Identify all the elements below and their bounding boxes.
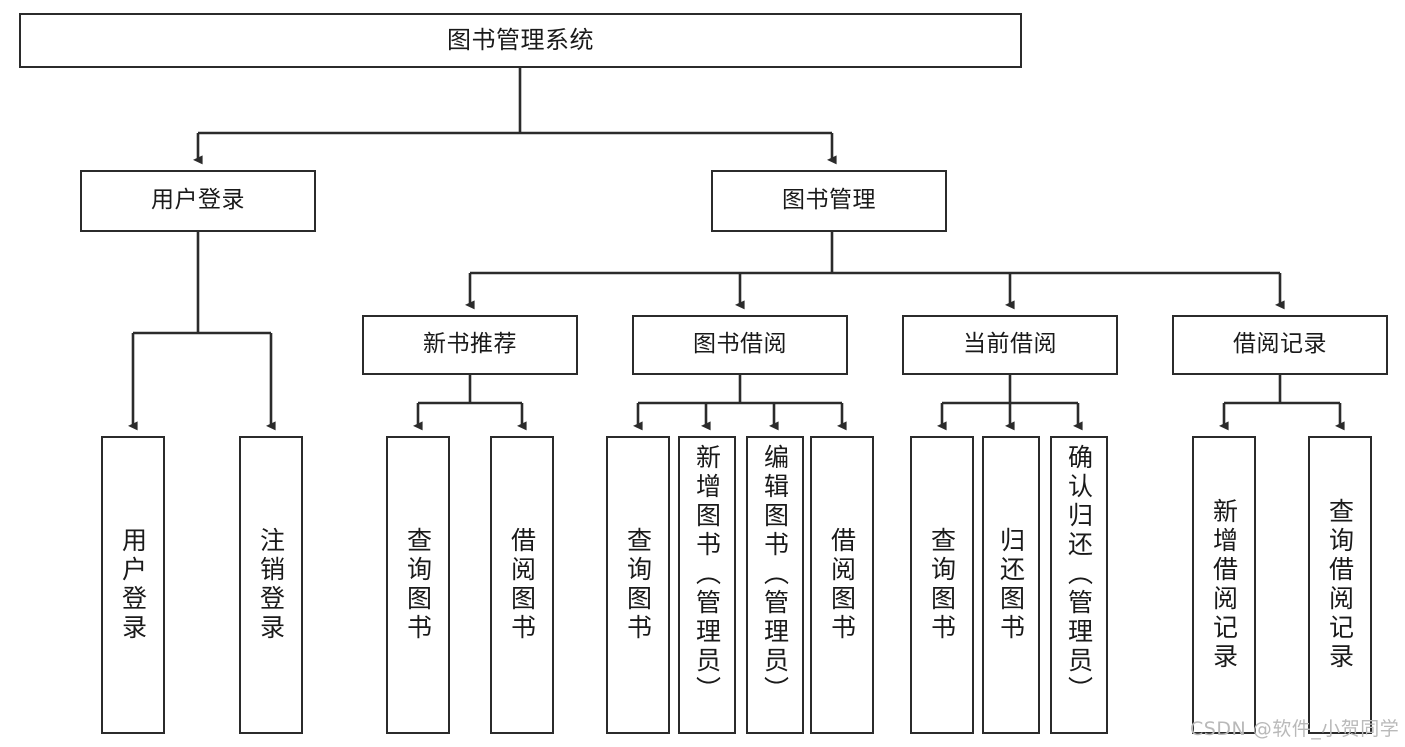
node-leaf-borrow-book-2[interactable]: 借阅图书 — [810, 436, 874, 734]
node-leaf-query-book-3[interactable]: 查询图书 — [910, 436, 974, 734]
node-book-manage[interactable]: 图书管理 — [711, 170, 947, 232]
node-leaf-user-login[interactable]: 用户登录 — [101, 436, 165, 734]
node-leaf-return-book-label: 归还图书 — [996, 527, 1026, 643]
node-book-manage-label: 图书管理 — [782, 187, 876, 214]
node-book-borrow[interactable]: 图书借阅 — [632, 315, 848, 375]
node-leaf-borrow-book-1[interactable]: 借阅图书 — [490, 436, 554, 734]
node-leaf-user-login-label: 用户登录 — [118, 527, 148, 643]
node-leaf-logout-login-label: 注销登录 — [256, 527, 286, 643]
node-new-book-recommend[interactable]: 新书推荐 — [362, 315, 578, 375]
node-leaf-add-borrow-record-label: 新增借阅记录 — [1209, 498, 1239, 672]
node-leaf-add-book[interactable]: 新增图书（管理员） — [678, 436, 736, 734]
node-leaf-return-book[interactable]: 归还图书 — [982, 436, 1040, 734]
node-book-borrow-label: 图书借阅 — [693, 331, 787, 358]
node-current-borrow[interactable]: 当前借阅 — [902, 315, 1118, 375]
node-leaf-borrow-book-2-label: 借阅图书 — [827, 527, 857, 643]
node-leaf-query-book-3-label: 查询图书 — [927, 527, 957, 643]
csdn-watermark: CSDN @软件_小贺同学 — [1190, 718, 1400, 740]
node-root-label: 图书管理系统 — [447, 26, 594, 55]
node-borrow-record-label: 借阅记录 — [1233, 331, 1327, 358]
node-leaf-add-book-label: 新增图书（管理员） — [692, 444, 722, 705]
node-leaf-borrow-book-1-label: 借阅图书 — [507, 527, 537, 643]
node-leaf-query-book-2[interactable]: 查询图书 — [606, 436, 670, 734]
node-user-login[interactable]: 用户登录 — [80, 170, 316, 232]
node-borrow-record[interactable]: 借阅记录 — [1172, 315, 1388, 375]
node-leaf-query-book-1-label: 查询图书 — [403, 527, 433, 643]
node-leaf-edit-book-label: 编辑图书（管理员） — [760, 444, 790, 705]
node-user-login-label: 用户登录 — [151, 187, 245, 214]
node-leaf-query-book-2-label: 查询图书 — [623, 527, 653, 643]
node-leaf-logout-login[interactable]: 注销登录 — [239, 436, 303, 734]
node-new-book-recommend-label: 新书推荐 — [423, 331, 517, 358]
node-leaf-confirm-return[interactable]: 确认归还（管理员） — [1050, 436, 1108, 734]
node-leaf-confirm-return-label: 确认归还（管理员） — [1064, 444, 1094, 705]
node-leaf-add-borrow-record[interactable]: 新增借阅记录 — [1192, 436, 1256, 734]
node-leaf-query-borrow-record[interactable]: 查询借阅记录 — [1308, 436, 1372, 734]
node-leaf-edit-book[interactable]: 编辑图书（管理员） — [746, 436, 804, 734]
node-current-borrow-label: 当前借阅 — [963, 331, 1057, 358]
node-root[interactable]: 图书管理系统 — [19, 13, 1022, 68]
node-leaf-query-book-1[interactable]: 查询图书 — [386, 436, 450, 734]
node-leaf-query-borrow-record-label: 查询借阅记录 — [1325, 498, 1355, 672]
